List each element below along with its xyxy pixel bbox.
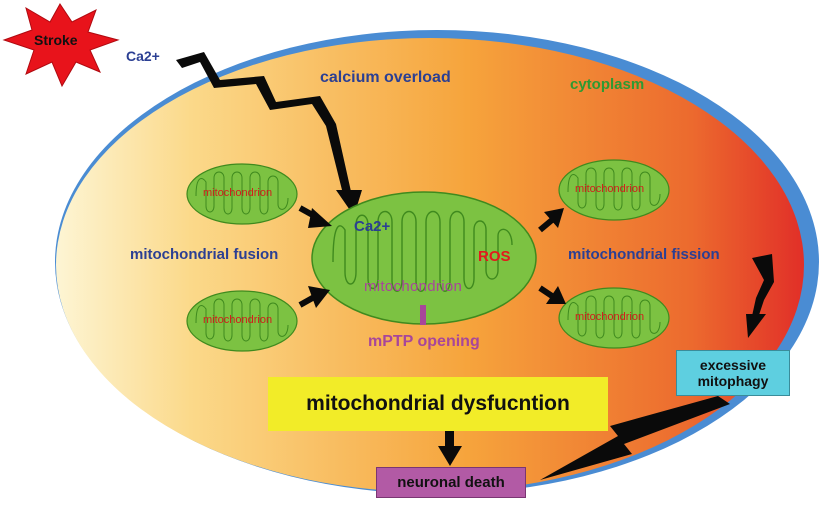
small-mitochondrion-bottom-right — [558, 287, 670, 349]
mitochondrial-fission-label: mitochondrial fission — [568, 246, 720, 263]
fusion-arrow-top — [298, 205, 332, 228]
mitophagy-death-arrow — [540, 396, 730, 480]
calcium-overload-label: calcium overload — [320, 69, 451, 86]
neuronal-death-text: neuronal death — [397, 474, 505, 491]
neuronal-death-box: neuronal death — [376, 467, 526, 498]
small-mitochondrion-label-bottom-right: mitochondrion — [575, 311, 645, 323]
small-mitochondrion-label-top-left: mitochondrion — [203, 187, 273, 199]
fission-arrow-top — [538, 208, 564, 233]
small-mitochondrion-label-top-right: mitochondrion — [575, 183, 645, 195]
mitophagy-arrowhead — [746, 314, 766, 338]
ros-label: ROS — [478, 248, 511, 265]
small-mitochondrion-label-bottom-left: mitochondrion — [203, 314, 273, 326]
stroke-label: Stroke — [34, 32, 78, 48]
stroke-star-icon — [2, 3, 120, 88]
calcium-influx-bolt — [176, 52, 352, 198]
excessive-mitophagy-box: excessive mitophagy — [676, 350, 790, 396]
mptp-opening-label: mPTP opening — [368, 333, 480, 350]
central-ca-label: Ca2+ — [354, 218, 391, 235]
mptp-pore — [420, 305, 426, 325]
small-mitochondrion-bottom-left — [186, 290, 298, 352]
mitochondrial-fusion-label: mitochondrial fusion — [130, 246, 279, 263]
cytoplasm-label: cytoplasm — [570, 76, 645, 93]
small-mitochondrion-top-left — [186, 163, 298, 225]
excessive-mitophagy-text: excessive mitophagy — [697, 357, 769, 389]
central-mitochondrion-label: mitochondrion — [364, 278, 463, 295]
calcium-input-label: Ca2+ — [126, 48, 160, 64]
fission-mitophagy-bolt — [752, 254, 774, 318]
death-arrow — [438, 430, 462, 466]
central-mitochondrion — [311, 191, 537, 325]
fusion-arrow-bottom — [298, 286, 330, 308]
mitochondrial-dysfunction-box: mitochondrial dysfucntion — [268, 377, 608, 431]
small-mitochondrion-top-right — [558, 159, 670, 221]
fission-arrow-bottom — [538, 285, 566, 304]
mitochondrial-dysfunction-text: mitochondrial dysfucntion — [306, 392, 570, 415]
